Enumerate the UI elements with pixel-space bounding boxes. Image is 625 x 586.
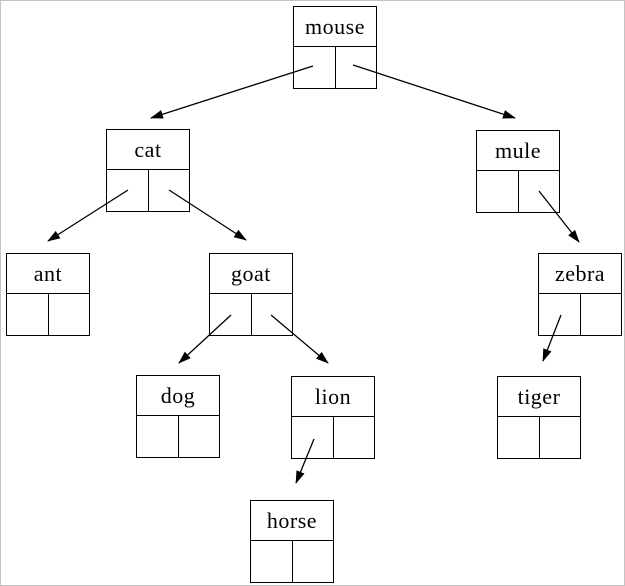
right-pointer-cell — [519, 171, 560, 212]
pointer-cells-goat — [210, 294, 292, 335]
right-pointer-cell — [149, 170, 190, 211]
right-pointer-cell — [336, 47, 377, 88]
right-pointer-cell — [49, 294, 90, 335]
left-pointer-cell — [251, 541, 293, 582]
pointer-cells-zebra — [539, 294, 621, 335]
tree-node-mule: mule — [476, 130, 560, 213]
node-label-cat: cat — [107, 130, 189, 170]
tree-node-cat: cat — [106, 129, 190, 212]
tree-node-horse: horse — [250, 500, 334, 583]
node-label-goat: goat — [210, 254, 292, 294]
left-pointer-cell — [210, 294, 252, 335]
right-pointer-cell — [252, 294, 293, 335]
node-label-lion: lion — [292, 377, 374, 417]
node-label-mule: mule — [477, 131, 559, 171]
right-pointer-cell — [540, 417, 581, 458]
pointer-cells-lion — [292, 417, 374, 458]
pointer-cells-tiger — [498, 417, 580, 458]
pointer-cells-horse — [251, 541, 333, 582]
pointer-cells-mouse — [294, 47, 376, 88]
tree-node-dog: dog — [136, 375, 220, 458]
tree-node-tiger: tiger — [497, 376, 581, 459]
left-pointer-cell — [294, 47, 336, 88]
pointer-cells-ant — [7, 294, 89, 335]
tree-node-lion: lion — [291, 376, 375, 459]
left-pointer-cell — [498, 417, 540, 458]
right-pointer-cell — [334, 417, 375, 458]
node-label-tiger: tiger — [498, 377, 580, 417]
left-pointer-cell — [7, 294, 49, 335]
tree-node-ant: ant — [6, 253, 90, 336]
left-pointer-cell — [292, 417, 334, 458]
left-pointer-cell — [539, 294, 581, 335]
pointer-cells-mule — [477, 171, 559, 212]
right-pointer-cell — [179, 416, 220, 457]
left-pointer-cell — [137, 416, 179, 457]
right-pointer-cell — [293, 541, 334, 582]
node-label-dog: dog — [137, 376, 219, 416]
node-label-mouse: mouse — [294, 7, 376, 47]
tree-node-goat: goat — [209, 253, 293, 336]
node-label-horse: horse — [251, 501, 333, 541]
tree-node-mouse: mouse — [293, 6, 377, 89]
node-label-ant: ant — [7, 254, 89, 294]
pointer-cells-dog — [137, 416, 219, 457]
left-pointer-cell — [107, 170, 149, 211]
edge-mouse-mule — [352, 64, 516, 119]
edge-mouse-cat — [150, 65, 314, 119]
right-pointer-cell — [581, 294, 622, 335]
pointer-cells-cat — [107, 170, 189, 211]
left-pointer-cell — [477, 171, 519, 212]
node-label-zebra: zebra — [539, 254, 621, 294]
tree-node-zebra: zebra — [538, 253, 622, 336]
